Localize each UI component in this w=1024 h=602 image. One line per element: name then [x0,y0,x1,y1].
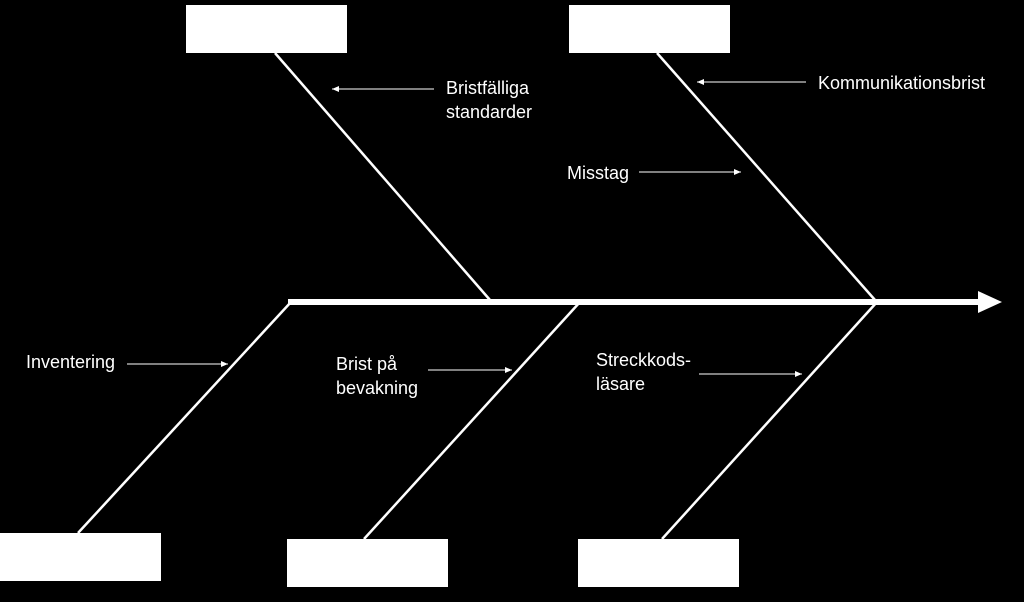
label-brist-pa-bevakning: Brist på bevakning [336,352,418,400]
category-box-top-left [186,5,347,53]
label-kommunikationsbrist: Kommunikationsbrist [818,73,986,93]
label-bristfalliga-standarder: Bristfälliga standarder [446,76,532,124]
label-bristfalliga-line2: standarder [446,102,533,122]
category-box-top-right [569,5,730,53]
label-streckkod-line2: läsare [596,374,646,394]
bone-bottom-left [77,301,292,534]
label-misstag: Misstag [567,163,630,183]
bone-bottom-right [661,301,878,540]
label-streckkod-line1: Streckkods- [596,350,692,370]
category-box-bottom-middle [287,539,448,587]
label-streckkodslasare: Streckkods- läsare [596,348,691,396]
bone-bottom-middle [363,301,581,540]
bone-top-left [274,52,491,301]
label-inventering: Inventering [26,352,116,372]
spine-arrowhead [978,291,1002,313]
bone-top-right [656,52,876,301]
category-box-bottom-right [578,539,739,587]
label-bevakning-line1: Brist på [336,354,398,374]
category-box-bottom-left [0,533,161,581]
label-bristfalliga-line1: Bristfälliga [446,78,530,98]
label-bevakning-line2: bevakning [336,378,419,398]
